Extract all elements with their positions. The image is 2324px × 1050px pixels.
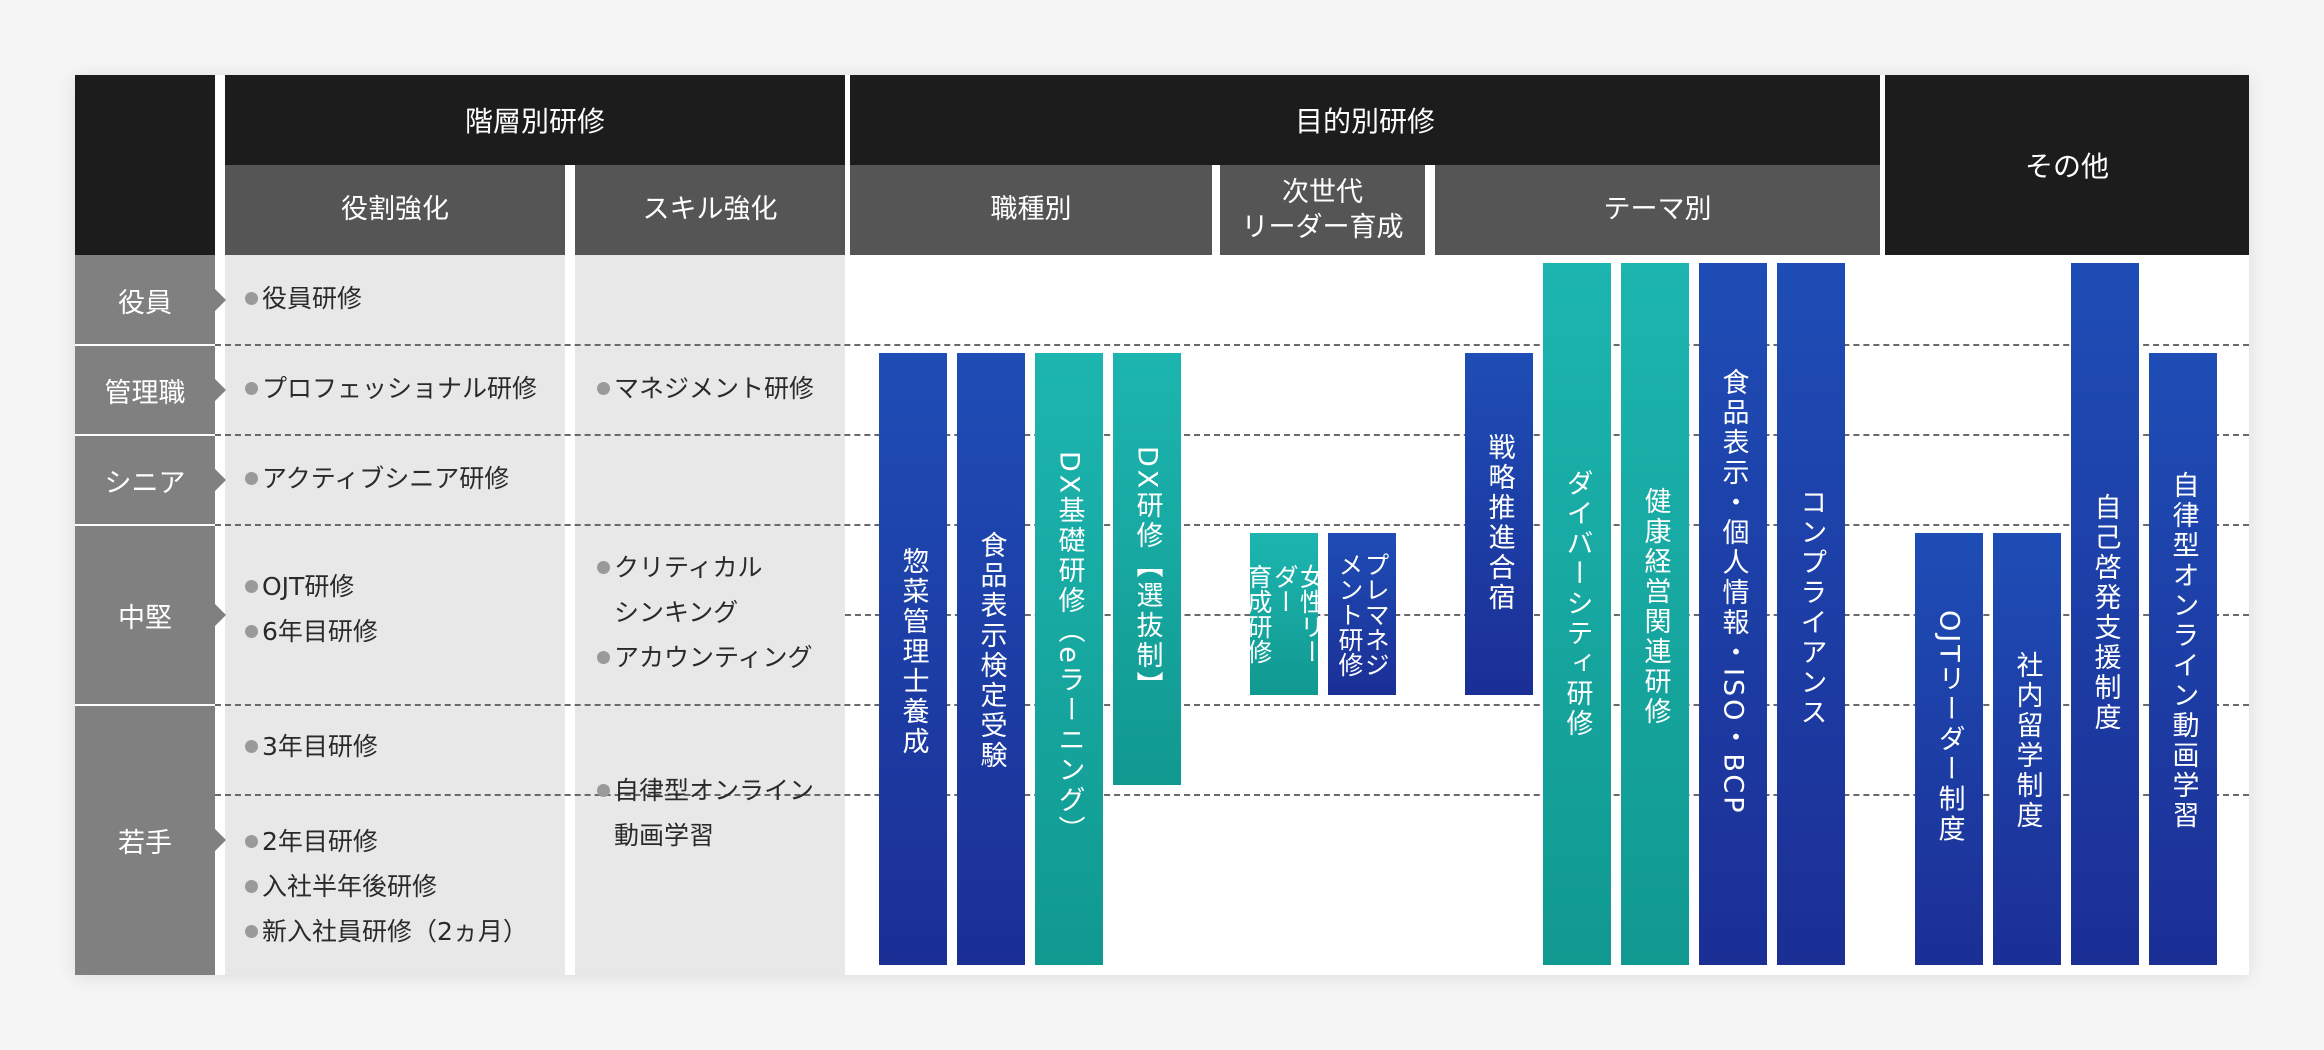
role-item: 3年目研修 (245, 734, 378, 759)
role-column-bg (225, 255, 565, 975)
skill-item: クリティカル (597, 555, 763, 580)
row-divider (75, 524, 215, 526)
row-divider (75, 704, 215, 706)
program-bar-strategy-camp: 戦略推進合宿 (1465, 353, 1533, 695)
program-bar-diversity: ダイバーシティ研修 (1543, 263, 1611, 965)
header-hierarchical: 階層別研修 (225, 75, 845, 165)
row-divider (75, 344, 215, 346)
role-item: アクティブシニア研修 (245, 466, 509, 491)
program-bar-food-info: 食品表示・個人情報・ISO・BCP (1699, 263, 1767, 965)
dashed-separator (215, 524, 2249, 526)
subheader-skill: スキル強化 (575, 165, 845, 255)
row-label-senior: シニア (75, 435, 226, 525)
row-label-mid: 中堅 (75, 525, 226, 705)
header-purpose: 目的別研修 (850, 75, 1880, 165)
skill-item: 自律型オンライン (597, 778, 814, 803)
role-item: 2年目研修 (245, 829, 378, 854)
row-divider (75, 434, 215, 436)
subheader-next-gen: 次世代 リーダー育成 (1220, 165, 1425, 255)
subheader-role: 役割強化 (225, 165, 565, 255)
role-item: 入社半年後研修 (245, 874, 437, 899)
program-bar-women-leader: 女性リー ダー 育成研修 (1244, 533, 1325, 695)
role-item: 役員研修 (245, 286, 362, 311)
skill-item: 動画学習 (614, 821, 715, 850)
program-bar-dx-select: DX研修【選抜制】 (1113, 353, 1181, 785)
program-bar-online-video: 自律型オンライン動画学習 (2149, 353, 2217, 965)
row-label-executive: 役員 (75, 255, 226, 345)
role-item: 新入社員研修（2ヵ月） (245, 919, 528, 944)
dashed-separator (215, 704, 2249, 706)
header-other: その他 (1885, 75, 2249, 255)
role-item: 6年目研修 (245, 619, 378, 644)
program-bar-health: 健康経営関連研修 (1621, 263, 1689, 965)
row-label-manager: 管理職 (75, 345, 226, 435)
dashed-separator (215, 344, 2249, 346)
skill-item: アカウンティング (597, 645, 813, 670)
subheader-theme: テーマ別 (1435, 165, 1880, 255)
training-system-chart: 階層別研修 目的別研修 その他 役割強化 スキル強化 職種別 次世代 リーダー育… (75, 75, 2249, 975)
row-label-young: 若手 (75, 705, 226, 975)
program-bar-ojt-leader: OJTリーダー制度 (1915, 533, 1983, 965)
program-bar-souzai: 惣菜管理士養成 (879, 353, 947, 965)
dashed-separator (215, 434, 2249, 436)
corner-header (75, 75, 215, 255)
dashed-separator (215, 794, 2249, 796)
program-bar-pre-management: プレマネジ メント研修 (1328, 533, 1396, 695)
role-item: OJT研修 (245, 574, 354, 599)
role-item: プロフェッショナル研修 (245, 376, 537, 401)
skill-item: シンキング (614, 598, 739, 627)
program-bar-food-label-exam: 食品表示検定受験 (957, 353, 1025, 965)
program-bar-compliance: コンプライアンス (1777, 263, 1845, 965)
program-bar-self-dev: 自己啓発支援制度 (2071, 263, 2139, 965)
subheader-job: 職種別 (850, 165, 1212, 255)
program-bar-internal-study: 社内留学制度 (1993, 533, 2061, 965)
skill-item: マネジメント研修 (597, 376, 814, 401)
skill-column-bg (575, 255, 845, 975)
program-bar-dx-elearning: DX基礎研修（eラーニング） (1035, 353, 1103, 965)
